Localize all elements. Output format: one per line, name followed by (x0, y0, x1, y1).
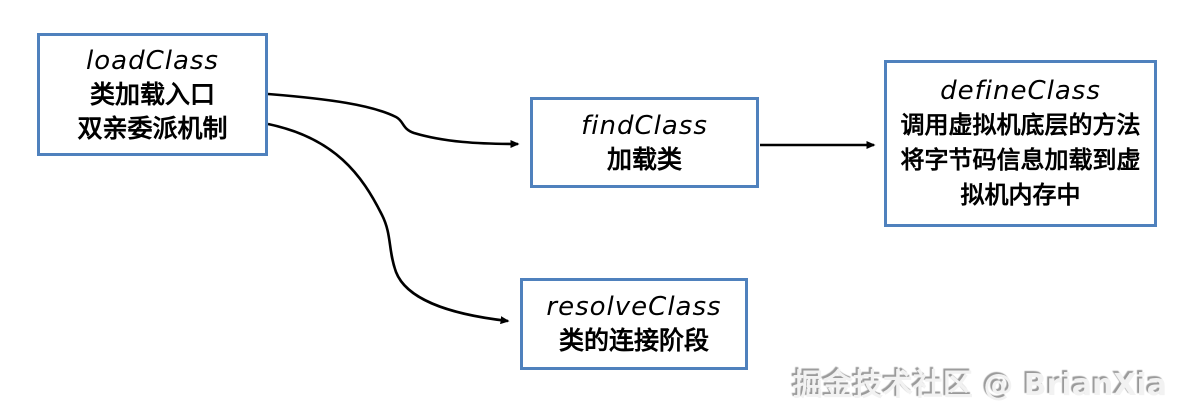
arrow-loadclass-to-findclass (267, 92, 520, 148)
node-findclass-title: findClass (581, 110, 708, 141)
node-loadclass-line-1: 类加载入口 (89, 79, 215, 109)
node-resolveclass: resolveClass 类的连接阶段 (520, 278, 748, 370)
watermark-text: 掘金技术社区 @ BrianXia (792, 368, 1167, 403)
node-resolveclass-line-1: 类的连接阶段 (558, 326, 709, 355)
node-loadclass-title: loadClass (86, 45, 219, 76)
node-resolveclass-title: resolveClass (546, 292, 722, 322)
node-defineclass: defineClass 调用虚拟机底层的方法 将字节码信息加载到虚拟机内存中 (884, 60, 1157, 227)
arrow-loadclass-to-resolveclass (267, 122, 510, 325)
node-findclass-line-1: 加载类 (606, 144, 682, 174)
node-loadclass: loadClass 类加载入口 双亲委派机制 (37, 33, 268, 156)
node-defineclass-line-1: 调用虚拟机底层的方法 (900, 111, 1141, 139)
node-findclass: findClass 加载类 (530, 97, 759, 188)
node-defineclass-title: defineClass (940, 76, 1101, 106)
node-loadclass-line-2: 双亲委派机制 (77, 113, 228, 143)
node-defineclass-line-2: 将字节码信息加载到虚拟机内存中 (900, 146, 1141, 209)
